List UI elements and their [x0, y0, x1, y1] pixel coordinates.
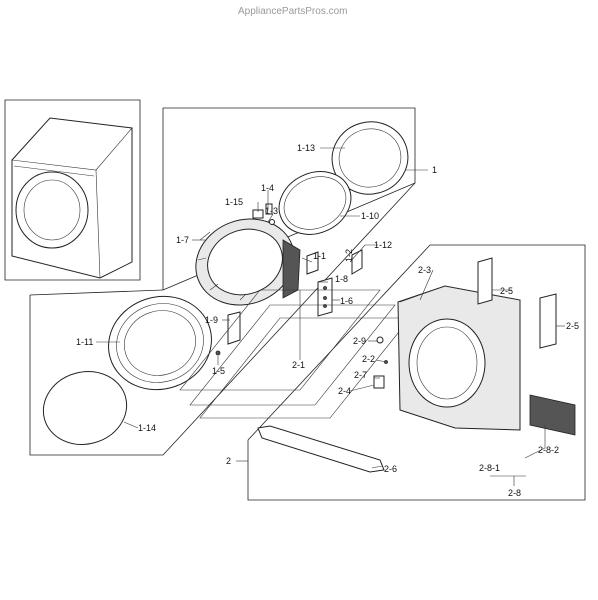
part-2-7	[373, 375, 385, 389]
label-2-8-1: 2-8-1	[479, 463, 500, 473]
label-2-6: 2-6	[384, 464, 397, 474]
label-2-4: 2-4	[338, 386, 351, 396]
label-1-11: 1-11	[76, 337, 93, 347]
label-1-12: 1-12	[374, 240, 392, 250]
label-2-3: 2-3	[418, 265, 431, 275]
group-1-panel	[29, 107, 416, 456]
part-1-10-gasket	[278, 171, 352, 235]
part-2-9	[376, 336, 384, 344]
part-1-14-glass	[42, 371, 128, 445]
label-1-14: 1-14	[138, 423, 156, 433]
part-labels: 1-13 1 1-4 1-15 1-3 1-10 1-7 1-12 1-2 1-…	[76, 143, 579, 498]
part-1-7-door-frame	[195, 218, 301, 306]
label-2: 2	[226, 456, 231, 466]
group-2-panel	[247, 244, 586, 501]
part-2-8-2-filter	[529, 394, 576, 436]
label-2-8-2: 2-8-2	[538, 445, 559, 455]
label-1-6: 1-6	[340, 296, 353, 306]
part-2-5-left	[477, 257, 493, 305]
label-1-7: 1-7	[176, 235, 189, 245]
label-1-3: 1-3	[265, 206, 278, 216]
label-1-4: 1-4	[261, 183, 274, 193]
label-2-8: 2-8	[508, 488, 521, 498]
assembly-planes	[179, 289, 411, 419]
label-1-1: 1-1	[313, 251, 326, 261]
label-1-2: 1-2	[344, 249, 354, 262]
part-1-13-ring	[331, 121, 409, 195]
part-hinge-screws	[252, 203, 275, 225]
part-front-panel	[397, 285, 521, 431]
part-1-9-latch	[227, 311, 241, 345]
part-1-1-hinge	[306, 251, 333, 317]
dryer-inset	[4, 99, 141, 281]
leader-lines	[96, 147, 565, 486]
label-2-7: 2-7	[354, 370, 367, 380]
part-2-6-trim	[257, 425, 385, 473]
label-1-10: 1-10	[361, 211, 379, 221]
part-1-5-screw	[215, 350, 221, 356]
label-1-5: 1-5	[212, 366, 225, 376]
part-1-12	[351, 249, 363, 275]
label-1-9: 1-9	[205, 315, 218, 325]
part-1-11-door-ring	[108, 295, 212, 391]
label-2-1: 2-1	[292, 360, 305, 370]
label-2-5-right: 2-5	[566, 321, 579, 331]
label-1-13: 1-13	[297, 143, 315, 153]
label-2-2: 2-2	[362, 354, 375, 364]
watermark-text: AppliancePartsPros.com	[238, 6, 348, 17]
label-1: 1	[432, 165, 437, 175]
label-2-9: 2-9	[353, 336, 366, 346]
label-1-15: 1-15	[225, 197, 243, 207]
part-2-5-right	[539, 293, 557, 349]
label-2-5-left: 2-5	[500, 286, 513, 296]
label-1-8: 1-8	[335, 274, 348, 284]
